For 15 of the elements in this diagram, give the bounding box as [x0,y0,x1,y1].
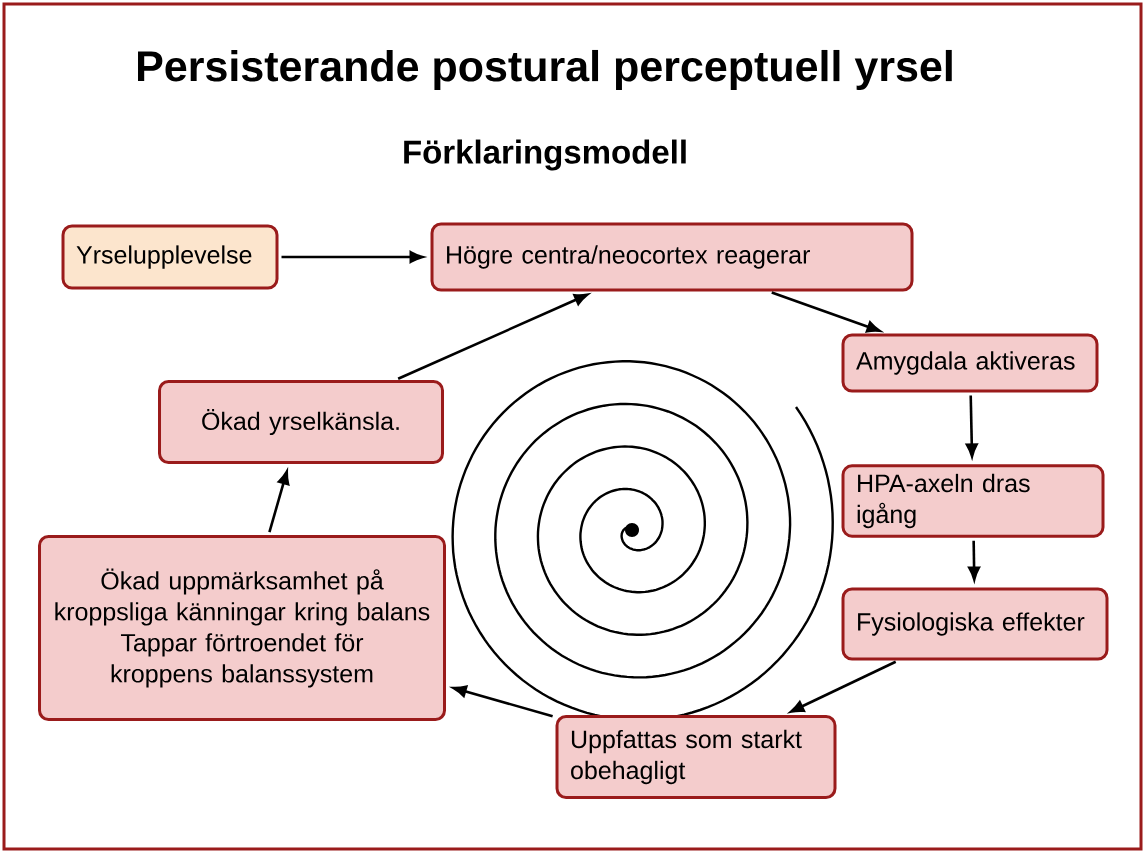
arrow [965,395,978,458]
arrow [771,291,881,333]
subtitle: Förklaringsmodell [404,139,686,171]
process-box: Ökad yrselkänsla. [158,380,444,464]
arrow [268,470,290,533]
process-box: Yrselupplevelse [61,224,279,290]
title: Persisterande postural perceptuell yrsel [138,49,952,91]
process-box: HPA-axeln dras igång [841,464,1105,538]
process-box: Högre centra/neocortex reagerar [430,222,914,292]
arrow [452,685,553,718]
process-box: Uppfattas som starkt obehagligt [555,715,837,799]
process-box: Amygdala aktiveras [841,333,1099,393]
process-box: Ökad uppmärksamhet på kroppsliga känningar kring balans Tappar förtroendet för kroppens balanssystem [38,535,446,721]
arrow [397,293,589,380]
process-box: Fysiologiska effekter [841,587,1109,661]
